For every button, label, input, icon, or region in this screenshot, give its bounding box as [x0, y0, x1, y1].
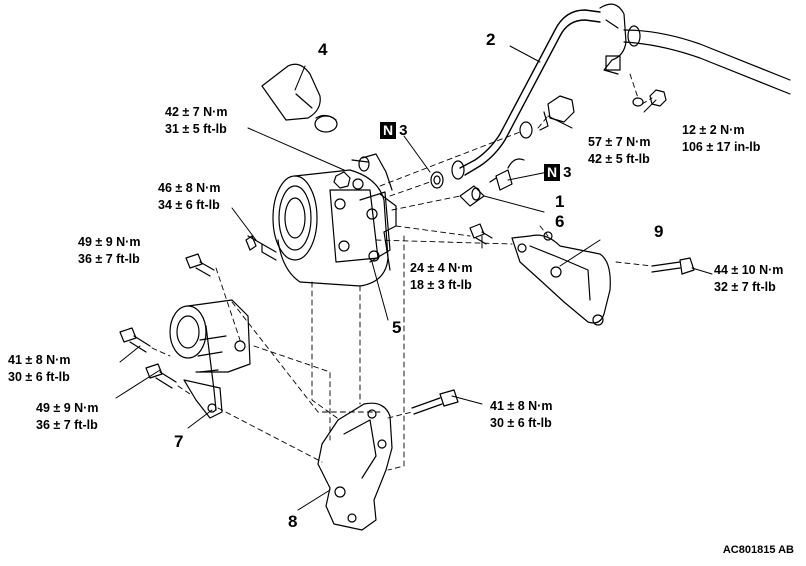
tensioner-bolt-top	[185, 253, 215, 277]
torque-imperial: 34 ± 6 ft-lb	[158, 197, 220, 212]
o-ring-washer	[430, 171, 444, 189]
torque-label-bracket9-bolt: 44 ± 10 N·m 32 ± 7 ft-lb	[714, 262, 783, 296]
torque-metric: 44 ± 10 N·m	[714, 263, 784, 277]
torque-label-tensioner-left: 41 ± 8 N·m 30 ± 6 ft-lb	[8, 352, 70, 386]
torque-metric: 41 ± 8 N·m	[490, 399, 553, 413]
torque-label-clamp-nut: 12 ± 2 N·m 106 ± 17 in-lb	[682, 122, 760, 156]
torque-imperial: 32 ± 7 ft-lb	[714, 279, 776, 294]
torque-label-compressor-left: 46 ± 8 N·m 34 ± 6 ft-lb	[158, 180, 220, 214]
suction-hose	[261, 63, 321, 121]
mounting-bracket-9	[511, 231, 611, 326]
torque-metric: 49 ± 9 N·m	[36, 401, 99, 415]
mounting-bracket-8	[317, 402, 393, 531]
torque-label-compressor-top: 42 ± 7 N·m 31 ± 5 ft-lb	[165, 104, 227, 138]
part-number-5: 5	[392, 318, 402, 337]
torque-metric: 57 ± 7 N·m	[588, 135, 651, 149]
belt-tensioner	[169, 299, 251, 419]
compressor-nut	[333, 171, 364, 190]
reference-code: AC801815 AB	[722, 544, 794, 556]
leader-lines	[115, 45, 713, 511]
part-number-3b: 3	[563, 164, 572, 181]
pressure-switch-connector	[489, 158, 525, 191]
compressor-mount-bolt	[245, 235, 277, 261]
part-number-7: 7	[174, 432, 184, 451]
torque-metric: 49 ± 9 N·m	[78, 235, 141, 249]
clamp-nut	[632, 89, 667, 107]
torque-label-pipe-bolt: 57 ± 7 N·m 42 ± 5 ft-lb	[588, 134, 650, 168]
pipe-clamp	[599, 3, 791, 95]
part-number-3a: 3	[399, 122, 408, 139]
torque-metric: 46 ± 8 N·m	[158, 181, 221, 195]
torque-metric: 12 ± 2 N·m	[682, 123, 745, 137]
part-number-1: 1	[555, 192, 565, 211]
badge-n-letter: N	[544, 164, 561, 181]
compressor-fitting	[351, 153, 393, 191]
torque-label-bracket8-bolt: 41 ± 8 N·m 30 ± 6 ft-lb	[490, 398, 552, 432]
torque-imperial: 36 ± 7 ft-lb	[36, 417, 98, 432]
tensioner-bolt-left	[119, 327, 151, 353]
torque-label-tensioner-bottom: 49 ± 9 N·m 36 ± 7 ft-lb	[36, 400, 98, 434]
discharge-pipe	[451, 9, 601, 180]
pressure-sensor	[459, 185, 485, 207]
part-number-9: 9	[654, 222, 664, 241]
tensioner-bolt-bottom	[145, 363, 177, 389]
badge-n-letter: N	[380, 122, 397, 139]
hose-clamp	[314, 114, 338, 133]
torque-imperial: 106 ± 17 in-lb	[682, 139, 761, 154]
assembly-guide-lines	[151, 73, 653, 471]
ac-compressor	[272, 169, 397, 287]
bracket8-bolt	[411, 389, 459, 415]
torque-imperial: 30 ± 6 ft-lb	[8, 369, 70, 384]
torque-metric: 24 ± 4 N·m	[410, 261, 473, 275]
torque-label-sensor-bolt: 24 ± 4 N·m 18 ± 3 ft-lb	[410, 260, 472, 294]
part-number-2: 2	[486, 30, 496, 49]
torque-imperial: 36 ± 7 ft-lb	[78, 251, 140, 266]
torque-metric: 41 ± 8 N·m	[8, 353, 71, 367]
sensor-bolt	[469, 223, 493, 245]
part-number-4: 4	[318, 40, 328, 59]
part-number-8: 8	[288, 512, 298, 531]
bracket9-bolt	[651, 257, 695, 275]
torque-imperial: 30 ± 6 ft-lb	[490, 415, 552, 430]
pipe-flange-bolt	[519, 95, 575, 139]
torque-imperial: 18 ± 3 ft-lb	[410, 277, 472, 292]
torque-metric: 42 ± 7 N·m	[165, 105, 228, 119]
part-number-6: 6	[555, 212, 565, 231]
torque-imperial: 31 ± 5 ft-lb	[165, 121, 227, 136]
torque-imperial: 42 ± 5 ft-lb	[588, 151, 650, 166]
torque-label-bracket-top: 49 ± 9 N·m 36 ± 7 ft-lb	[78, 234, 140, 268]
